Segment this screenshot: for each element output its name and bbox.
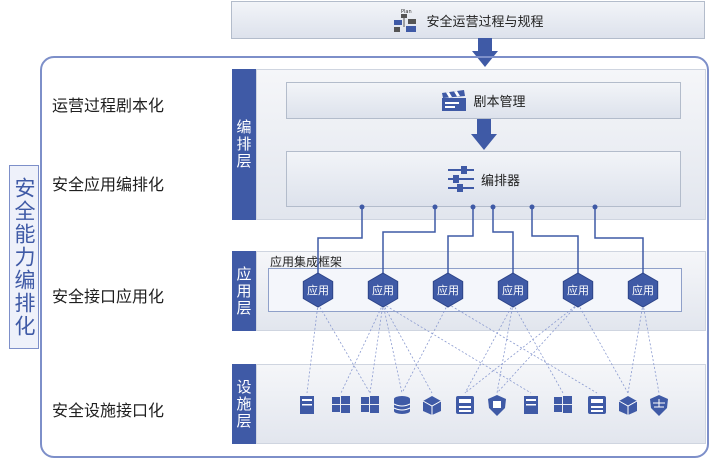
app-device-link [382,303,532,394]
row-label-app-orchestration: 安全应用编排化 [52,175,165,194]
app-device-link [382,303,433,394]
link-dot [490,204,496,210]
outer-frame [40,56,709,458]
application-layer-title: 应用层 [232,251,256,331]
app-device-link [627,303,644,394]
app-device-link [306,303,319,394]
orchestrator-link [492,207,514,275]
flowchart-plan-icon: Plan [394,9,417,32]
row-label-facility-interface: 安全设施接口化 [52,401,165,420]
app-device-link [340,303,384,394]
orchestrator-label: 编排器 [480,173,520,189]
app-label: 应用 [632,283,654,297]
link-dot [470,204,476,210]
link-dot [592,204,598,210]
orchestrator-link [382,207,436,275]
orchestrator-link [447,207,474,275]
server-icon [300,396,314,414]
app-device-links [306,303,660,394]
app-hexagon [562,272,594,308]
app-label: 应用 [372,283,394,297]
windows-icon [554,396,572,413]
cube-icon [618,396,638,415]
app-label: 应用 [437,283,459,297]
app-device-link [577,303,629,394]
app-device-link [369,303,384,394]
windows-icon [332,396,350,413]
top-box-label: 安全运营过程与规程 [426,14,544,30]
orchestration-layer-title: 编排层 [232,69,256,220]
server-icon [524,396,538,414]
app-framework-box [268,268,682,312]
svg-text:Plan: Plan [401,9,412,15]
app-device-link [496,303,514,394]
row-label-process: 运营过程剧本化 [52,96,165,115]
app-node: 应用 [302,272,334,308]
app-hexagon [627,272,659,308]
infrastructure-layer-title: 设施层 [232,364,256,444]
firewall-icon [650,395,668,416]
link-dot [529,204,535,210]
app-device-link [512,303,564,394]
app-device-link [317,303,371,394]
app-device-link [447,303,598,394]
app-label: 应用 [307,283,329,297]
terminal-device-icon [588,396,606,414]
app-node: 应用 [497,272,529,308]
app-device-link [642,303,660,394]
app-device-link [401,303,449,394]
down-arrow-top [472,38,498,67]
app-node: 应用 [367,272,399,308]
clapperboard-icon [442,89,467,111]
app-device-link [496,303,579,394]
playbook-management-box: 剧本管理 [286,82,681,119]
app-device-link [464,303,579,394]
orchestrator-link [594,207,644,275]
top-process-box: Plan 安全运营过程与规程 [231,1,705,39]
row-label-interface-app: 安全接口应用化 [52,287,165,306]
orchestrator-app-links [317,204,644,275]
orchestrator-link [317,207,363,275]
app-label: 应用 [502,283,524,297]
side-vertical-label: 安全能力编排化 [9,165,39,349]
app-device-link [382,303,403,394]
app-hexagon [497,272,529,308]
app-hexagon [367,272,399,308]
terminal-device-icon [456,396,474,414]
app-node: 应用 [627,272,659,308]
orchestrator-link [531,207,579,275]
link-dot [359,204,365,210]
app-node: 应用 [562,272,594,308]
windows-icon [361,396,379,413]
database-icon [393,396,411,414]
app-hexagon [432,272,464,308]
app-device-link [464,303,514,394]
app-hexagon [302,272,334,308]
app-framework-label: 应用集成框架 [270,255,343,269]
playbook-label: 剧本管理 [473,95,526,110]
app-label: 应用 [567,283,589,297]
shield-icon [488,395,506,416]
sliders-icon [447,166,474,192]
orchestrator-box: 编排器 [286,151,681,207]
down-arrow-mid [471,119,497,150]
link-dot [432,204,438,210]
app-node: 应用 [432,272,464,308]
cube-icon [422,396,442,415]
